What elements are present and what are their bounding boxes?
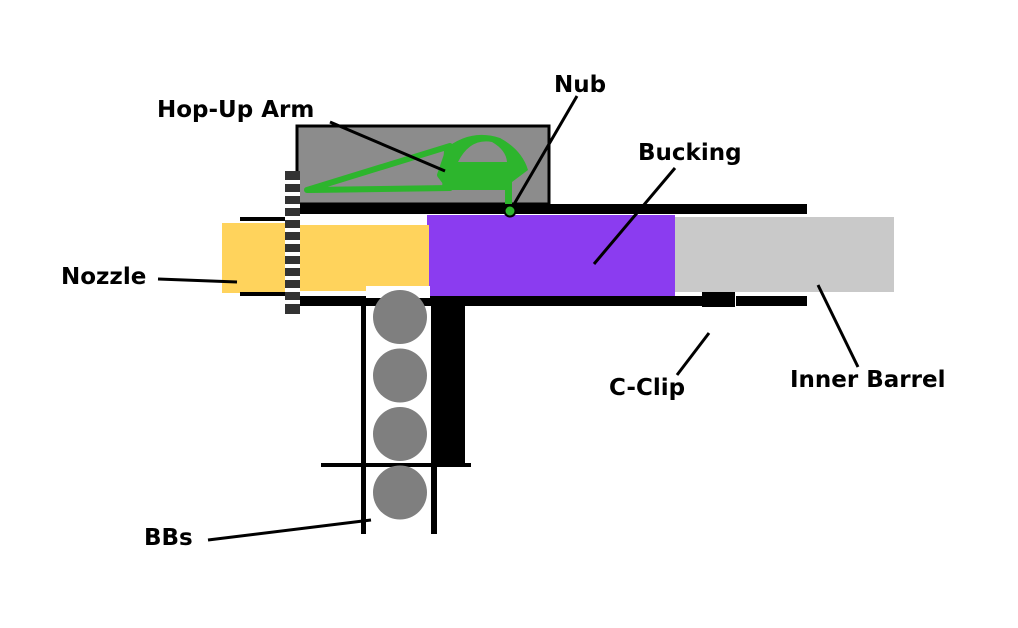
hopup-arm-head [442, 134, 528, 204]
label-bucking: Bucking [638, 140, 742, 166]
leader-c-clip [675, 332, 711, 376]
gear-tooth [285, 240, 300, 244]
c-clip [702, 292, 735, 307]
leader-bbs [207, 518, 372, 542]
label-c-clip: C-Clip [609, 375, 685, 401]
gear-tooth [285, 228, 300, 232]
label-hopup-arm: Hop-Up Arm [157, 97, 314, 123]
leader-nozzle [157, 277, 238, 284]
bb [373, 348, 427, 403]
hopup-arm [304, 134, 528, 218]
label-inner-barrel: Inner Barrel [790, 367, 945, 393]
inner-barrel [670, 217, 894, 292]
housing-bottom-wall [297, 296, 702, 306]
leader-hopup-arm [329, 120, 446, 173]
gear-tooth [285, 204, 300, 208]
bb-group [373, 290, 427, 520]
label-bbs: BBs [144, 525, 193, 551]
gear-tooth [285, 216, 300, 220]
housing-top-wall [297, 204, 807, 214]
feed-tube-left-wall [361, 296, 366, 534]
gear-tooth [285, 288, 300, 292]
bb [373, 465, 427, 520]
gear-tooth [285, 300, 300, 304]
feed-tube-crossbar [321, 463, 471, 467]
gear-tooth [285, 192, 300, 196]
hopup-arm-window [458, 141, 507, 162]
gear-tooth [285, 264, 300, 268]
housing-bottom-wall-right [736, 296, 807, 306]
gear-tooth [285, 180, 300, 184]
gear-tooth [285, 276, 300, 280]
bb [373, 407, 427, 461]
nozzle-top-line [240, 217, 296, 221]
nozzle-body [299, 225, 429, 291]
leader-nub [511, 95, 579, 207]
leader-inner-barrel [816, 284, 860, 368]
gear-teeth [285, 180, 300, 304]
feed-tube-block [431, 300, 465, 465]
gear-tooth [285, 252, 300, 256]
leader-bucking [592, 167, 677, 265]
label-nub: Nub [554, 72, 606, 98]
bb [373, 290, 427, 344]
nozzle-bottom-line [240, 292, 296, 296]
label-nozzle: Nozzle [61, 264, 146, 290]
nub [503, 204, 517, 218]
bucking [427, 215, 675, 296]
